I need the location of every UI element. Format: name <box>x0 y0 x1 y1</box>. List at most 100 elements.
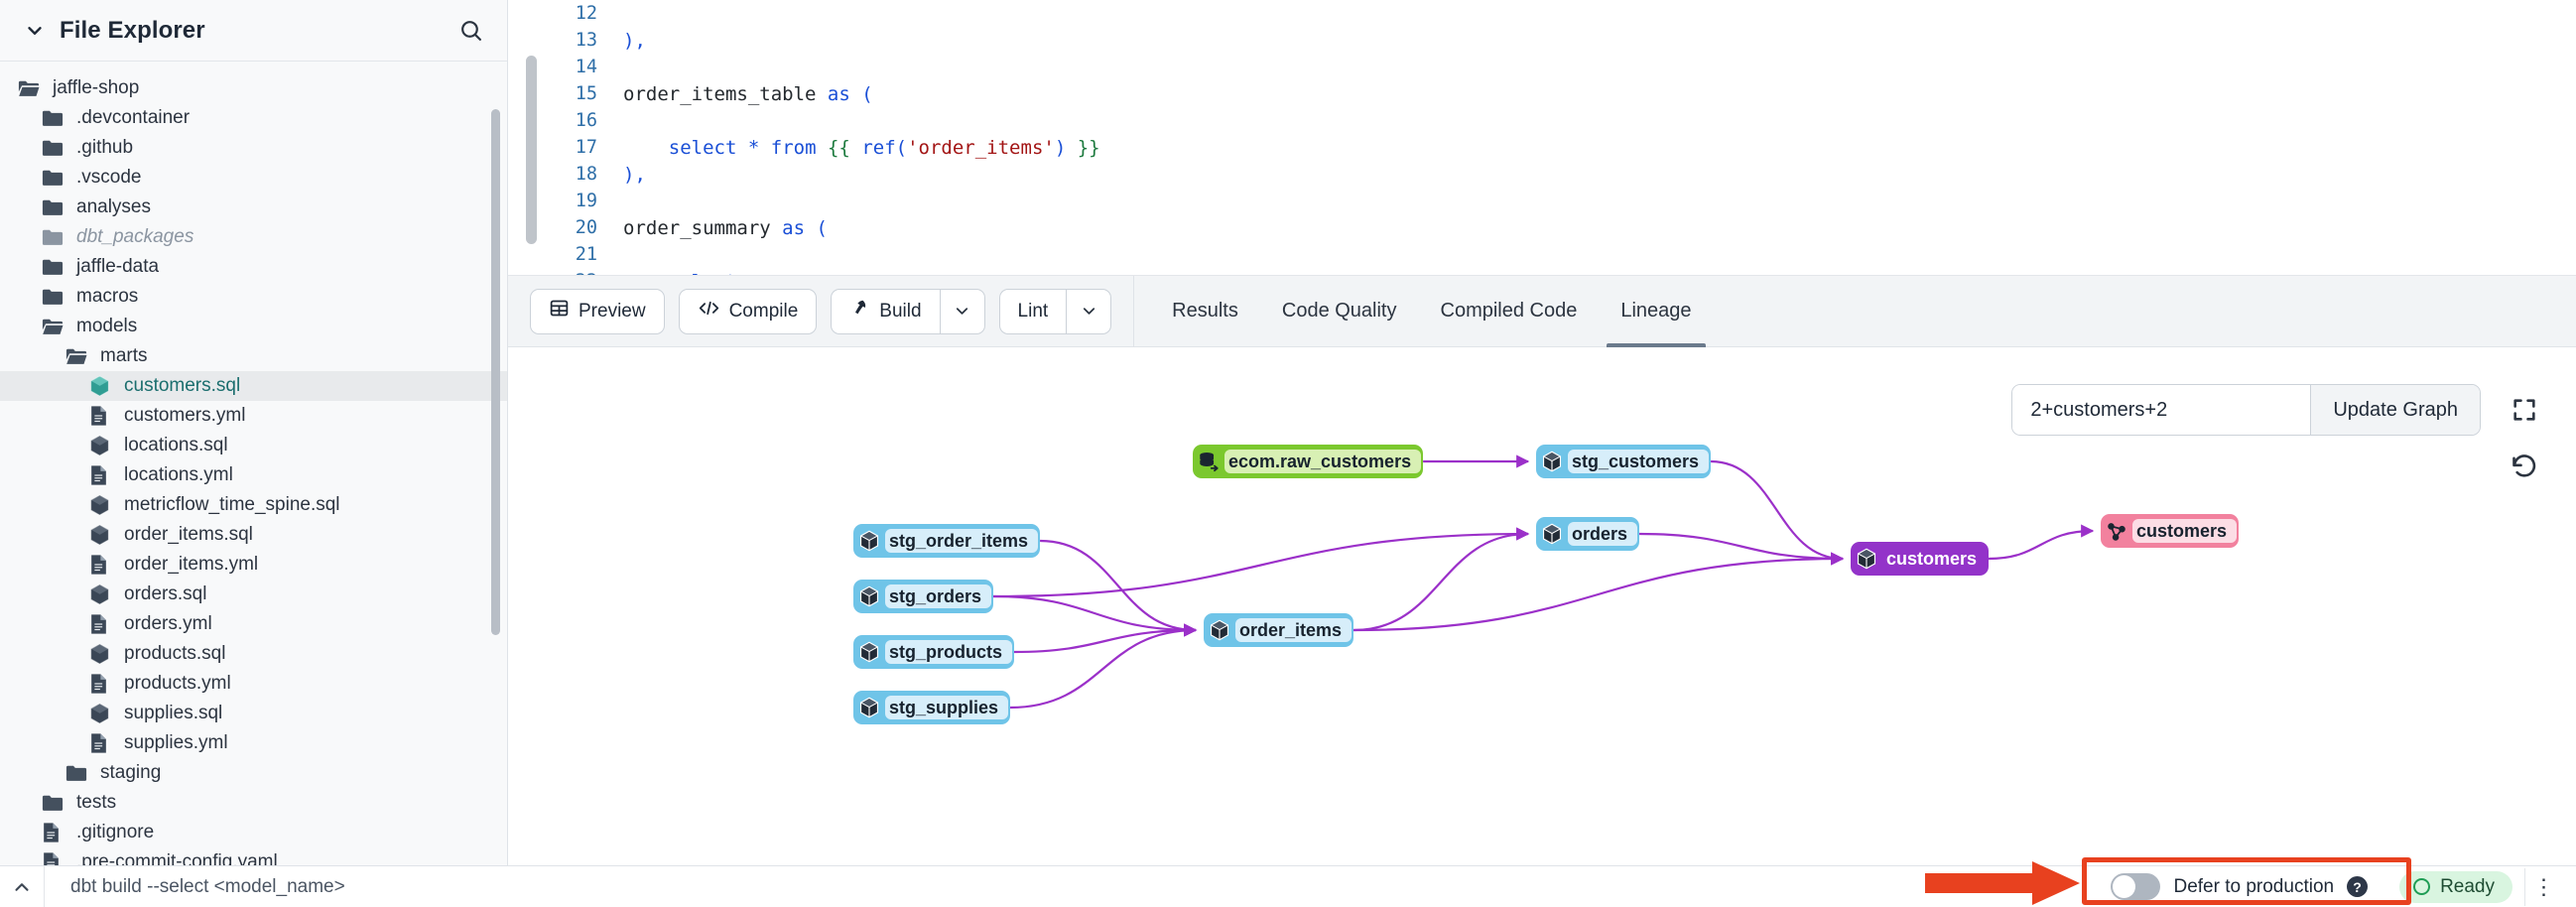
editor-scrollbar-thumb[interactable] <box>526 56 537 244</box>
graph-selector-input[interactable] <box>2012 385 2311 435</box>
file-tree-item[interactable]: supplies.yml <box>0 728 507 758</box>
code-text: select * from {{ ref('order_items') }} <box>668 136 1100 159</box>
file-tree-item-label: .vscode <box>76 167 142 188</box>
file-tree-item[interactable]: .github <box>0 133 507 163</box>
tab-compiled-code[interactable]: Compiled Code <box>1440 300 1578 322</box>
yaml-file-icon <box>42 851 67 865</box>
status-divider <box>44 865 45 907</box>
lineage-node-stg_supplies[interactable]: stg_supplies <box>853 691 1011 724</box>
code-line: 16 <box>568 107 2576 134</box>
file-tree-item[interactable]: .pre-commit-config.yaml <box>0 847 507 865</box>
lineage-node-stg_customers[interactable]: stg_customers <box>1536 445 1712 478</box>
yaml-file-icon <box>89 464 115 486</box>
file-tree-item[interactable]: locations.sql <box>0 431 507 460</box>
ready-circle-icon <box>2413 878 2431 895</box>
lint-split-button: Lint <box>998 288 1112 334</box>
lineage-node-customers_sel[interactable]: customers <box>1851 542 1990 576</box>
folder-icon <box>65 764 91 783</box>
chevron-up-icon[interactable] <box>0 876 44 898</box>
folder-icon <box>42 169 67 188</box>
question-mark-icon[interactable]: ? <box>2347 876 2369 897</box>
status-badge: Ready <box>2399 870 2512 903</box>
code-text: ), <box>623 29 646 52</box>
file-tree-item-label: orders.sql <box>124 583 207 604</box>
file-tree-item[interactable]: order_items.yml <box>0 550 507 580</box>
file-tree-item[interactable]: marts <box>0 341 507 371</box>
lineage-node-label: ecom.raw_customers <box>1224 450 1422 473</box>
file-tree-item[interactable]: models <box>0 312 507 341</box>
line-number: 15 <box>575 83 597 104</box>
folder-icon <box>42 794 67 813</box>
cube-icon <box>1539 449 1565 474</box>
yaml-file-icon <box>89 613 115 635</box>
preview-button[interactable]: Preview <box>530 288 665 334</box>
table-grid-icon <box>549 298 570 324</box>
cube-icon <box>856 639 882 665</box>
file-tree-item[interactable]: order_items.sql <box>0 520 507 550</box>
reset-rotate-icon[interactable] <box>2505 447 2544 486</box>
build-dropdown-caret[interactable] <box>939 288 985 334</box>
file-tree-item[interactable]: .devcontainer <box>0 103 507 133</box>
lineage-node-label: stg_products <box>885 640 1013 664</box>
file-tree-item[interactable]: customers.sql <box>0 371 507 401</box>
lint-button[interactable]: Lint <box>998 288 1067 334</box>
lineage-node-orders[interactable]: orders <box>1536 517 1640 551</box>
build-button[interactable]: Build <box>831 288 940 334</box>
folder-icon <box>42 109 67 128</box>
ready-label: Ready <box>2440 875 2495 897</box>
lineage-node-stg_order_items[interactable]: stg_order_items <box>853 524 1041 558</box>
line-number: 22 <box>568 271 623 275</box>
chevron-down-icon[interactable] <box>22 18 48 44</box>
code-brackets-icon <box>698 298 720 324</box>
folder-icon <box>42 139 67 158</box>
lineage-graph-canvas[interactable]: ecom.raw_customers stg_customers stg_order… <box>508 347 2576 865</box>
tab-lineage[interactable]: Lineage <box>1599 276 1713 347</box>
more-vertical-icon[interactable]: ⋮ <box>2524 867 2562 906</box>
file-tree-item[interactable]: customers.yml <box>0 401 507 431</box>
file-tree-item[interactable]: staging <box>0 758 507 788</box>
tab-code-quality[interactable]: Code Quality <box>1281 300 1397 322</box>
file-tree-item[interactable]: .vscode <box>0 163 507 193</box>
file-tree-item[interactable]: tests <box>0 788 507 818</box>
code-line: 14 <box>568 54 2576 80</box>
sql-model-cube-icon <box>89 583 115 605</box>
file-tree-item[interactable]: analyses <box>0 193 507 222</box>
line-number: 20 <box>575 217 597 238</box>
compile-button[interactable]: Compile <box>678 288 818 334</box>
command-bar-text[interactable]: dbt build --select <model_name> <box>70 875 345 897</box>
file-tree-item[interactable]: orders.yml <box>0 609 507 639</box>
file-tree-item[interactable]: supplies.sql <box>0 699 507 728</box>
file-tree-item[interactable]: macros <box>0 282 507 312</box>
fullscreen-expand-icon[interactable] <box>2505 390 2544 430</box>
main-split: File Explorer jaffle-shop.devcontainer.g… <box>0 0 2576 865</box>
toggle-knob <box>2113 875 2136 898</box>
file-tree-item-label: customers.sql <box>124 375 241 396</box>
file-tree-item[interactable]: locations.yml <box>0 460 507 490</box>
file-tree-item[interactable]: .gitignore <box>0 818 507 847</box>
cube-icon <box>856 695 882 720</box>
lineage-node-stg_products[interactable]: stg_products <box>853 635 1015 669</box>
file-tree-item[interactable]: products.yml <box>0 669 507 699</box>
file-tree-item-label: metricflow_time_spine.sql <box>124 494 340 515</box>
sidebar-scrollbar[interactable] <box>491 109 500 635</box>
defer-to-production-control[interactable]: Defer to production ? <box>2095 867 2383 906</box>
lineage-node-raw_customers[interactable]: ecom.raw_customers <box>1193 445 1424 478</box>
lineage-node-order_items[interactable]: order_items <box>1204 613 1354 647</box>
update-graph-button[interactable]: Update Graph <box>2310 385 2480 435</box>
editor-scrollbar[interactable] <box>526 56 537 270</box>
build-label: Build <box>879 300 922 322</box>
file-tree-item[interactable]: jaffle-shop <box>0 73 507 103</box>
search-icon[interactable] <box>455 16 485 46</box>
file-tree-item[interactable]: jaffle-data <box>0 252 507 282</box>
file-tree-item[interactable]: products.sql <box>0 639 507 669</box>
lineage-node-stg_orders[interactable]: stg_orders <box>853 580 994 613</box>
lineage-node-customers_exp[interactable]: customers <box>2101 514 2240 548</box>
file-tree-item[interactable]: orders.sql <box>0 580 507 609</box>
file-tree-item[interactable]: metricflow_time_spine.sql <box>0 490 507 520</box>
tab-results[interactable]: Results <box>1172 300 1238 322</box>
lint-dropdown-caret[interactable] <box>1066 288 1112 334</box>
defer-to-production-toggle[interactable] <box>2111 873 2161 900</box>
file-tree-item[interactable]: dbt_packages <box>0 222 507 252</box>
file-tree-item-label: orders.yml <box>124 613 212 634</box>
